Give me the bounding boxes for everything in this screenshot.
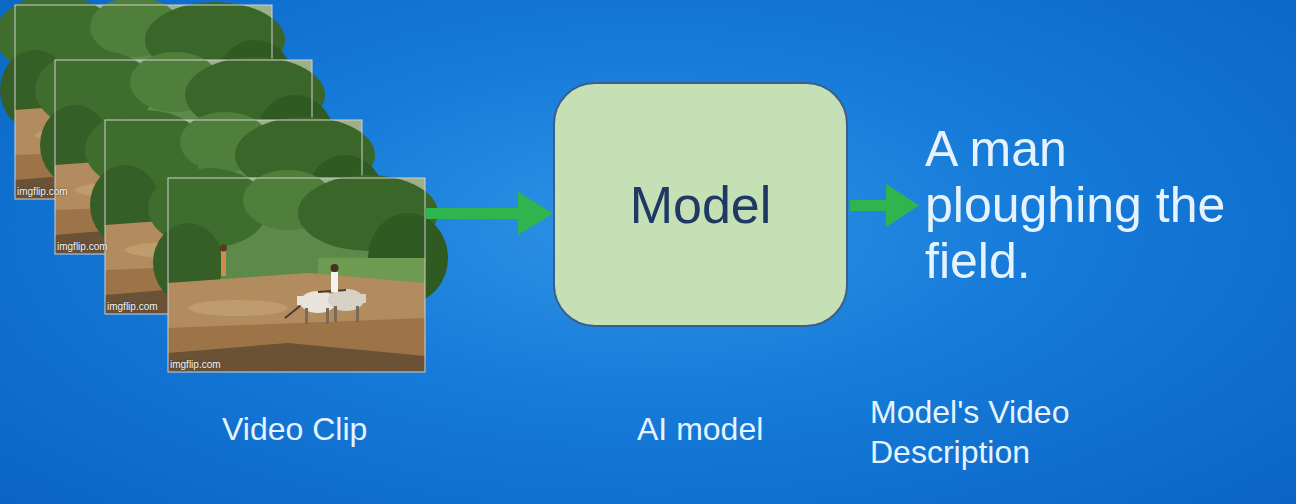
process-box: Model: [553, 82, 848, 327]
video-frame: [148, 168, 448, 372]
watermark: imgflip.com: [170, 359, 221, 370]
box-label: Model: [630, 175, 772, 235]
caption: AI model: [637, 410, 763, 448]
watermark: imgflip.com: [17, 186, 68, 197]
watermark: imgflip.com: [107, 301, 158, 312]
output-description: A man ploughing the field.: [925, 121, 1270, 289]
oxen-plough: [285, 264, 366, 324]
watermark: imgflip.com: [57, 241, 108, 252]
caption: Model's Video Description: [870, 392, 1132, 472]
caption: Video Clip: [222, 410, 367, 448]
arrow: [850, 184, 919, 227]
arrow: [425, 192, 553, 235]
